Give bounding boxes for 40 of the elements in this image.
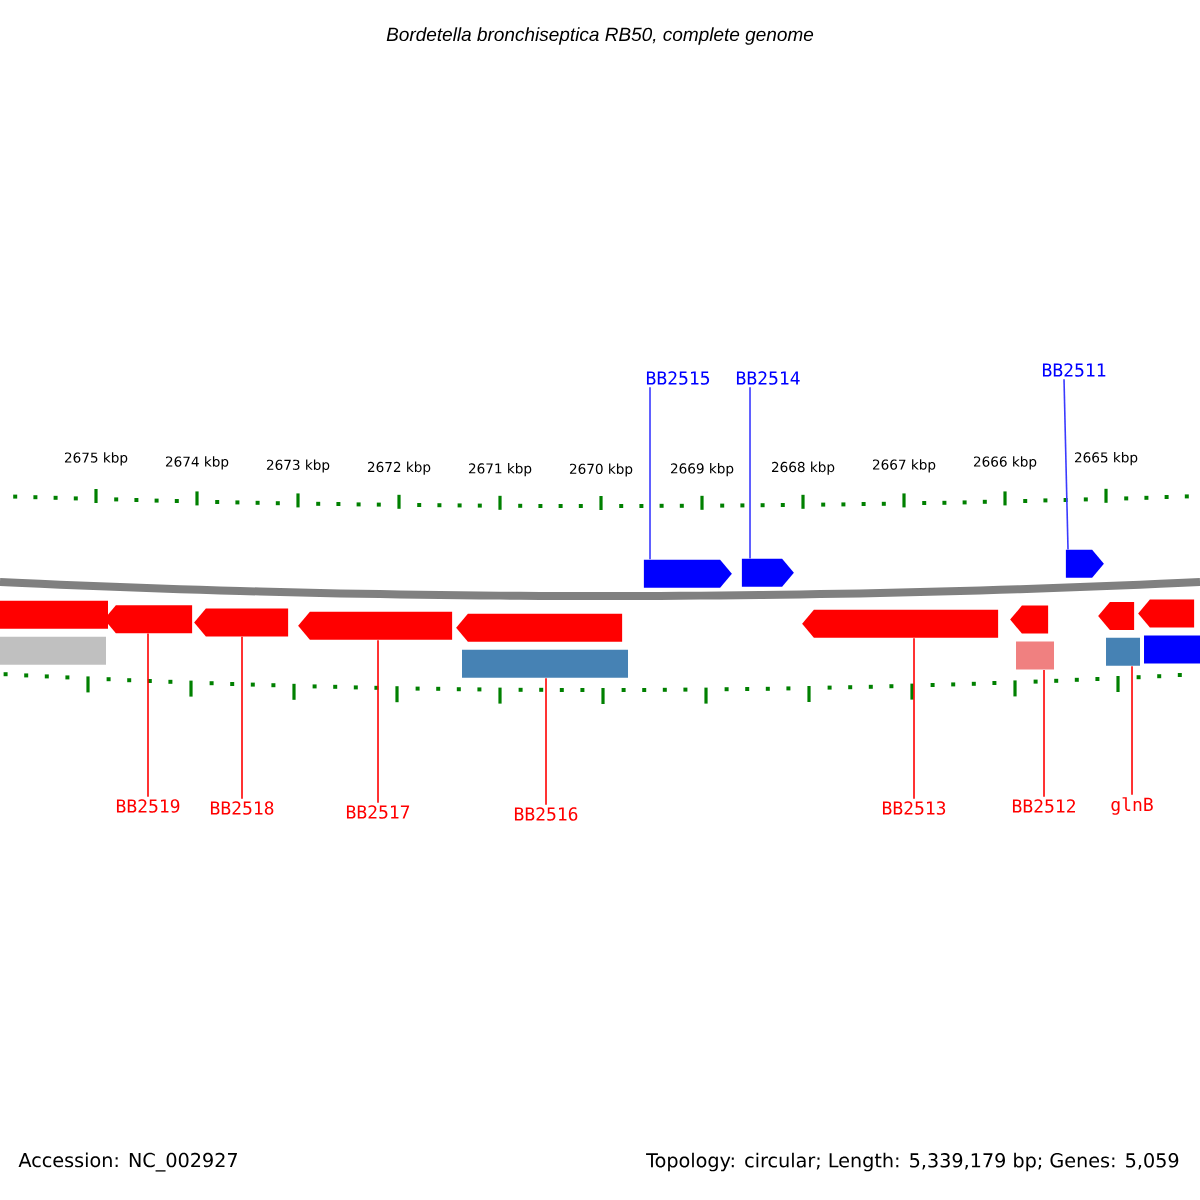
gene-feature — [1010, 605, 1049, 634]
gene-feature — [456, 613, 623, 642]
gene-feature — [194, 608, 289, 637]
gene-label: BB2519 — [116, 799, 180, 813]
gene-feature — [1144, 635, 1200, 664]
title: Bordetella bronchiseptica RB50, complete genome — [386, 27, 814, 45]
leader-line — [913, 637, 915, 800]
leader-line — [377, 639, 379, 804]
gene-label: BB2514 — [736, 371, 800, 385]
gene-feature — [802, 609, 999, 638]
leader-line — [545, 677, 547, 806]
leader-line — [1131, 665, 1133, 796]
leader-line — [1043, 669, 1045, 798]
footer-text: Accession: NC_002927 — [18, 1152, 237, 1172]
gene-feature — [643, 559, 732, 588]
gene-label: BB2511 — [1042, 363, 1106, 377]
gene-label: BB2515 — [646, 371, 710, 385]
gene-feature — [1065, 549, 1104, 578]
gene-feature — [1138, 599, 1195, 628]
gene-label: BB2517 — [346, 805, 410, 819]
gene-feature — [0, 600, 108, 629]
gene-label: BB2518 — [210, 801, 274, 815]
gene-feature — [462, 649, 628, 678]
gene-feature — [0, 636, 106, 665]
gene-label: glnB — [1111, 797, 1153, 815]
gene-feature — [1016, 641, 1054, 670]
gene-label: BB2516 — [514, 807, 578, 821]
leader-line — [147, 632, 149, 798]
leader-line — [749, 386, 751, 560]
gene-label: BB2513 — [882, 801, 946, 815]
gene-feature — [104, 605, 193, 634]
footer-text: Topology: circular; Length: 5,339,179 bp; Genes: 5,059 — [646, 1152, 1179, 1172]
gene-feature — [298, 611, 453, 640]
gene-feature — [741, 558, 794, 587]
gene-feature — [1106, 637, 1140, 666]
gene-label: BB2512 — [1012, 799, 1075, 813]
gene-feature — [1098, 601, 1135, 630]
leader-line — [1063, 378, 1069, 551]
leader-line — [241, 636, 243, 800]
leader-line — [649, 386, 651, 561]
